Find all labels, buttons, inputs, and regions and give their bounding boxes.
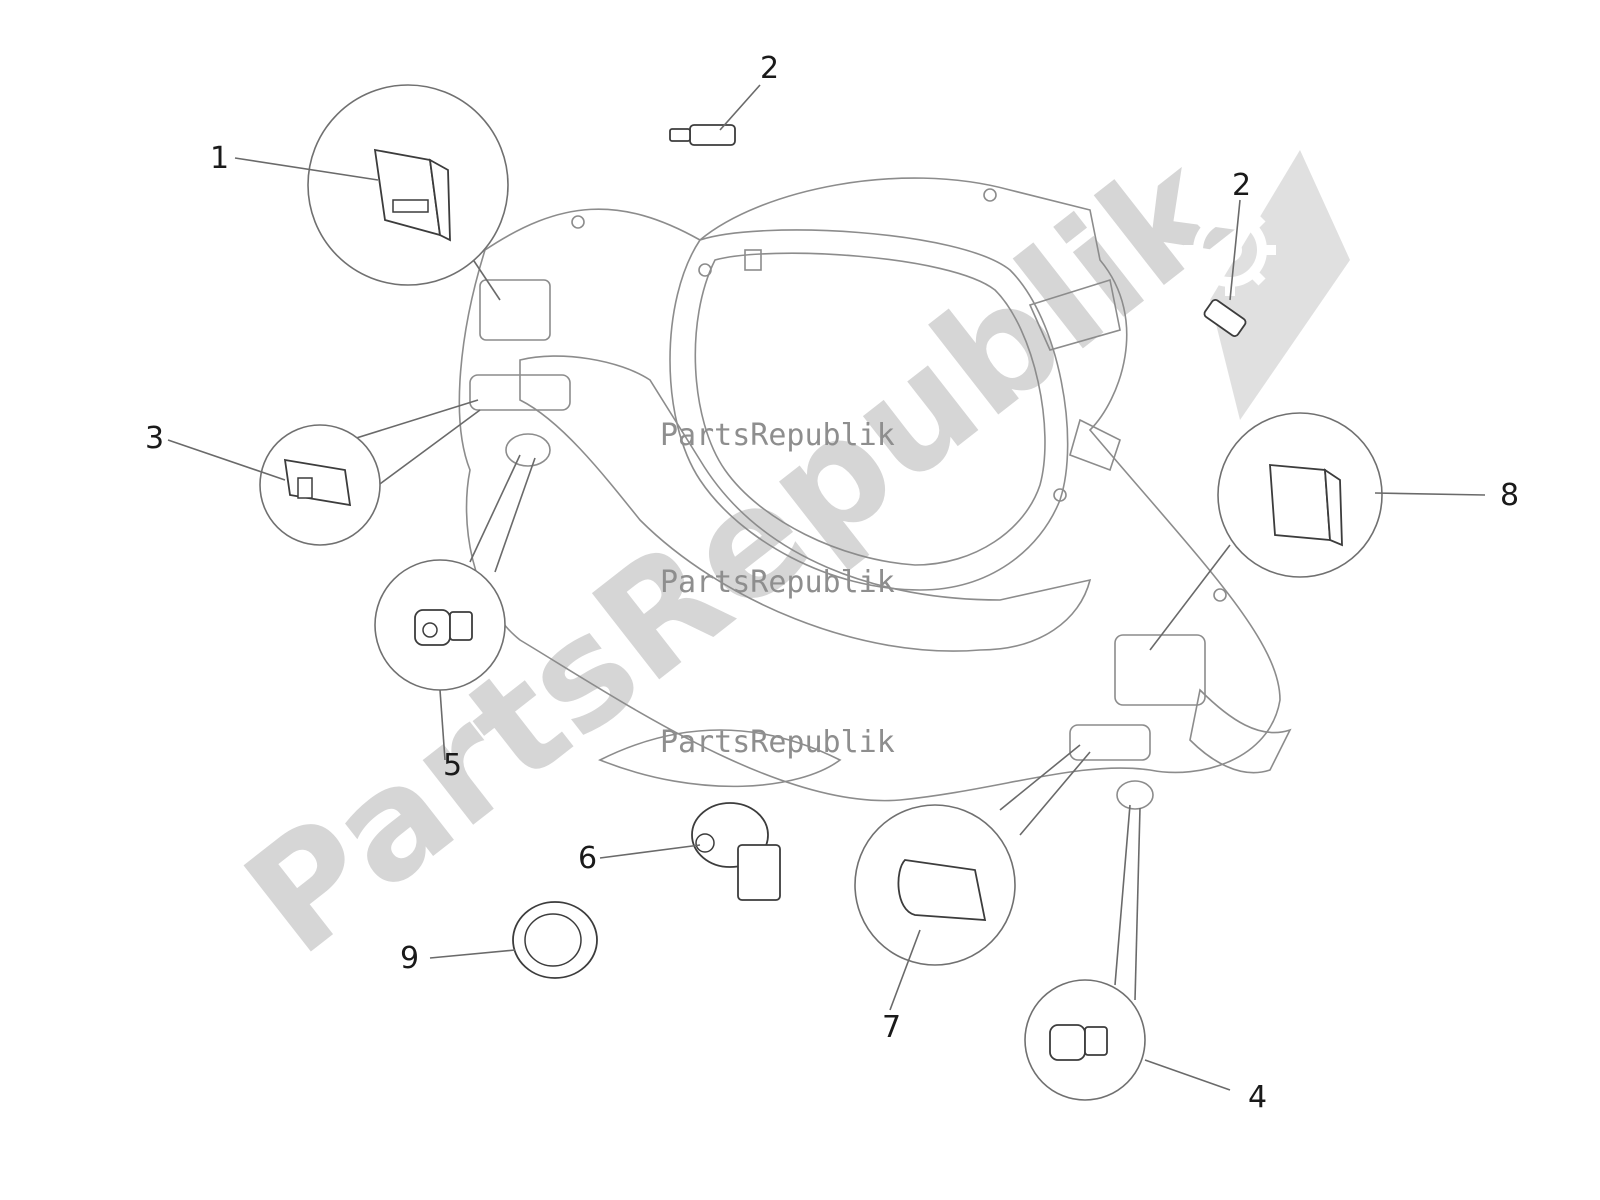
bulb-part-top xyxy=(669,124,736,146)
watermark-flag-shape xyxy=(1210,150,1350,420)
watermark-small-text: PartsRepublik xyxy=(660,565,895,600)
part-number-label: 7 xyxy=(882,1010,901,1045)
part-number-label: 1 xyxy=(210,141,229,176)
ignition-switch-part xyxy=(691,802,781,901)
part-number-label: 6 xyxy=(578,841,597,876)
detail-circle-8 xyxy=(1217,412,1383,578)
detail-circle-1 xyxy=(307,84,509,286)
part-number-label: 8 xyxy=(1500,478,1519,513)
part-number-label: 5 xyxy=(443,748,462,783)
ring-part xyxy=(512,901,598,979)
detail-circle-3 xyxy=(259,424,381,546)
part-number-label: 4 xyxy=(1248,1080,1267,1115)
part-number-label: 2 xyxy=(760,51,779,86)
gear-icon xyxy=(1184,204,1276,296)
handlebar-cover xyxy=(458,177,1292,810)
part-number-label: 9 xyxy=(400,941,419,976)
part-number-label: 2 xyxy=(1232,168,1251,203)
detail-circle-5 xyxy=(374,559,506,691)
watermark-small-text: PartsRepublik xyxy=(660,418,895,453)
part-number-label: 3 xyxy=(145,421,164,456)
callouts: 1 2 2 3 4 5 6 7 8 9 xyxy=(145,51,1519,1115)
detail-circle-7 xyxy=(854,804,1016,966)
bulb-part-right xyxy=(1203,299,1247,337)
watermark-small-text: PartsRepublik xyxy=(660,725,895,760)
detail-circle-4 xyxy=(1024,979,1146,1101)
watermark-small-group: PartsRepublik PartsRepublik PartsRepubli… xyxy=(660,418,895,760)
leader-lines xyxy=(349,254,1231,1001)
